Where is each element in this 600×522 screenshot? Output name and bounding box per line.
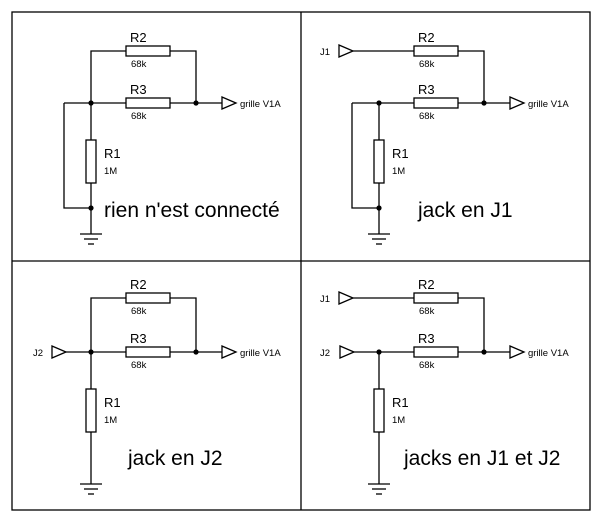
r3-resistor bbox=[413, 346, 459, 358]
r1-resistor bbox=[85, 388, 97, 433]
r3-value: 68k bbox=[419, 360, 435, 371]
r2-label: R2 bbox=[418, 30, 435, 45]
panel-no-jack: R2 68k R3 68k R1 1M grille V1A rien n'es… bbox=[63, 30, 281, 245]
panel-caption: jack en J1 bbox=[417, 199, 513, 222]
r2-right-wire bbox=[458, 50, 485, 103]
j2-input-arrow-icon bbox=[339, 345, 356, 359]
r3-resistor bbox=[125, 346, 171, 358]
short-loop-wire bbox=[351, 103, 379, 209]
r3-value: 68k bbox=[419, 111, 435, 122]
r2-right-wire bbox=[170, 297, 197, 352]
j2-label: J2 bbox=[33, 348, 43, 359]
r3-resistor bbox=[125, 97, 171, 109]
short-loop-wire bbox=[63, 103, 91, 209]
r3-label: R3 bbox=[130, 82, 147, 97]
r2-label: R2 bbox=[130, 277, 147, 292]
r2-resistor bbox=[125, 292, 171, 304]
j1-label: J1 bbox=[320, 47, 330, 58]
output-label: grille V1A bbox=[240, 99, 281, 110]
j2-input-arrow-icon bbox=[51, 345, 68, 359]
panel-caption: jack en J2 bbox=[127, 447, 223, 470]
ground-icon bbox=[368, 483, 390, 495]
r2-value: 68k bbox=[131, 306, 147, 317]
panel-caption: rien n'est connecté bbox=[104, 199, 280, 222]
r2-value: 68k bbox=[131, 59, 147, 70]
junction-dot bbox=[376, 349, 382, 355]
r2-value: 68k bbox=[419, 306, 435, 317]
output-arrow-icon bbox=[221, 96, 238, 110]
r1-label: R1 bbox=[104, 395, 121, 410]
r2-label: R2 bbox=[130, 30, 147, 45]
r1-label: R1 bbox=[392, 395, 409, 410]
r2-label: R2 bbox=[418, 277, 435, 292]
junction-dot bbox=[376, 100, 382, 106]
panel-jacks-j1-j2: J1 J2 R2 68k R3 68k R1 1M grille V1A jac… bbox=[320, 277, 569, 495]
junction-dot bbox=[481, 349, 487, 355]
ground-icon bbox=[368, 233, 390, 245]
r3-label: R3 bbox=[418, 331, 435, 346]
junction-dot bbox=[88, 100, 94, 106]
r3-label: R3 bbox=[130, 331, 147, 346]
junction-dot bbox=[88, 349, 94, 355]
junction-dot bbox=[376, 205, 382, 211]
output-arrow-icon bbox=[221, 345, 238, 359]
r1-label: R1 bbox=[104, 146, 121, 161]
r1-value: 1M bbox=[392, 415, 405, 426]
r1-resistor bbox=[373, 139, 385, 184]
r2-right-wire bbox=[458, 297, 485, 352]
j1-input-arrow-icon bbox=[338, 44, 355, 58]
output-label: grille V1A bbox=[240, 348, 281, 359]
ground-icon bbox=[80, 233, 102, 245]
r1-label: R1 bbox=[392, 146, 409, 161]
r1-value: 1M bbox=[104, 166, 117, 177]
r2-resistor bbox=[413, 45, 459, 57]
r2-resistor bbox=[125, 45, 171, 57]
j1-label: J1 bbox=[320, 294, 330, 305]
output-label: grille V1A bbox=[528, 348, 569, 359]
r1-value: 1M bbox=[392, 166, 405, 177]
r2-left-wire bbox=[90, 50, 126, 103]
output-label: grille V1A bbox=[528, 99, 569, 110]
j1-input-arrow-icon bbox=[338, 291, 355, 305]
panel-caption: jacks en J1 et J2 bbox=[403, 447, 560, 470]
junction-dot bbox=[193, 100, 199, 106]
r2-right-wire bbox=[170, 50, 197, 103]
panel-jack-j1: J1 R2 68k R3 68k R1 1M grille V1A jack e… bbox=[320, 30, 569, 245]
r3-label: R3 bbox=[418, 82, 435, 97]
r2-left-wire bbox=[90, 297, 126, 352]
r2-value: 68k bbox=[419, 59, 435, 70]
output-arrow-icon bbox=[509, 96, 526, 110]
panel-jack-j2: J2 R2 68k R3 68k R1 1M grille V1A jack e… bbox=[33, 277, 281, 495]
r2-resistor bbox=[413, 292, 459, 304]
ground-icon bbox=[80, 483, 102, 495]
r1-resistor bbox=[85, 139, 97, 184]
junction-dot bbox=[88, 205, 94, 211]
output-arrow-icon bbox=[509, 345, 526, 359]
r3-value: 68k bbox=[131, 111, 147, 122]
r1-value: 1M bbox=[104, 415, 117, 426]
r1-resistor bbox=[373, 388, 385, 433]
junction-dot bbox=[481, 100, 487, 106]
j2-label: J2 bbox=[320, 348, 330, 359]
r3-value: 68k bbox=[131, 360, 147, 371]
r3-resistor bbox=[413, 97, 459, 109]
junction-dot bbox=[193, 349, 199, 355]
